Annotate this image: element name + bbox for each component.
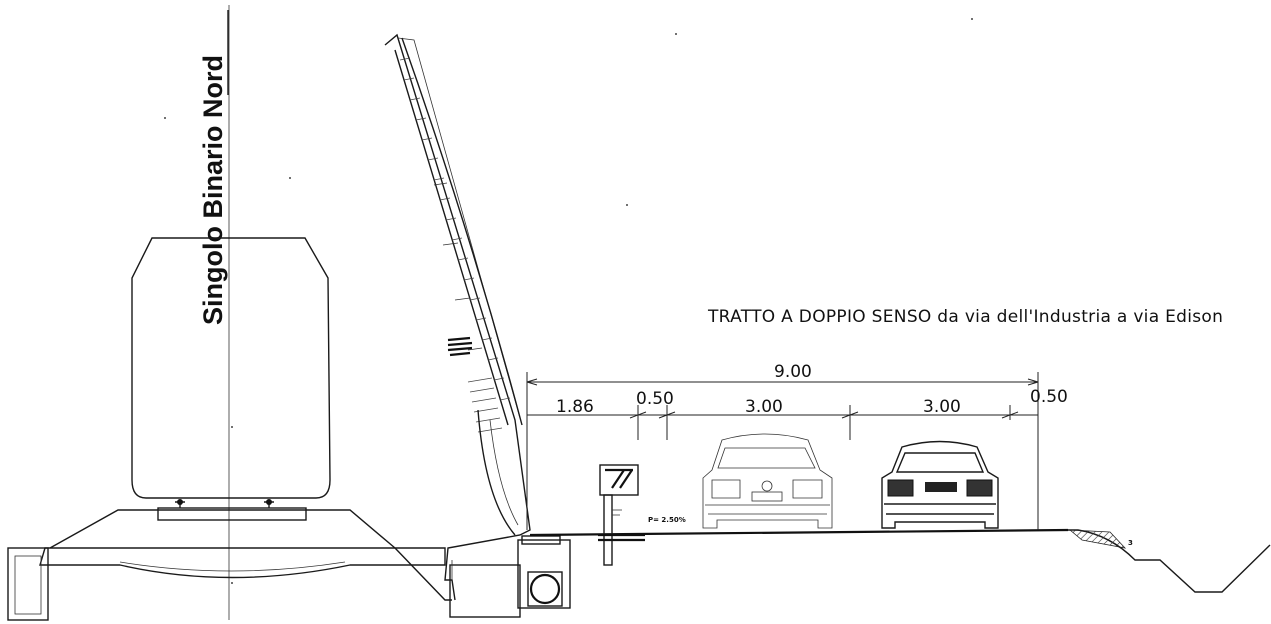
drainage-pipe — [517, 535, 571, 609]
slope-label: P= 2.50% — [648, 516, 686, 524]
dimension-segment: 3.00 — [745, 397, 783, 417]
dimension-segment: 1.86 — [556, 397, 594, 417]
traffic-barrier — [598, 464, 645, 566]
car-rear-icon — [881, 440, 999, 529]
car-rear-icon — [702, 433, 833, 529]
scan-specks — [164, 18, 973, 584]
dimension-segment: 0.50 — [1030, 387, 1068, 407]
rail-tunnel-section — [39, 237, 446, 579]
retaining-wall — [384, 33, 531, 618]
road-title: TRATTO A DOPPIO SENSO da via dell'Indust… — [707, 307, 1223, 327]
dimension-segment: 3.00 — [923, 397, 961, 417]
dimension-lines — [526, 372, 1039, 530]
embankment-mark: 3 — [1128, 539, 1133, 547]
dimension-total: 9.00 — [774, 362, 812, 382]
dimension-segment: 0.50 — [636, 389, 674, 409]
left-drain-box — [7, 547, 49, 621]
rail-embankment-slope — [394, 547, 452, 601]
vertical-title: Singolo Binario Nord — [198, 55, 228, 325]
